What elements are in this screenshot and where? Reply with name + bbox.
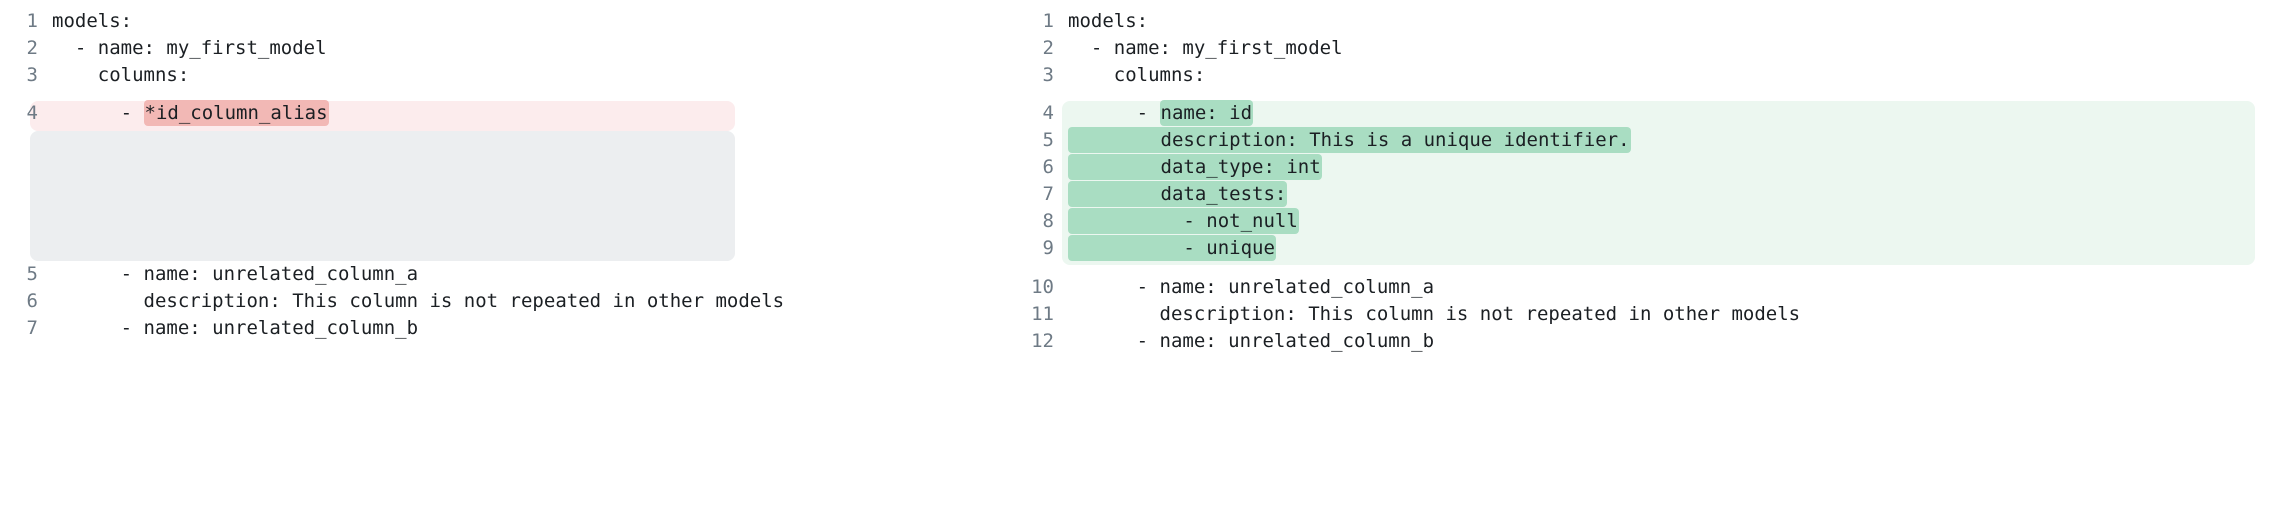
code-line[interactable]: 3 columns: — [1010, 62, 2278, 89]
added-token: data_type: int — [1068, 154, 1322, 180]
line-content: - not_null — [1054, 208, 1299, 235]
line-content: columns: — [52, 64, 190, 86]
line-number: 4 — [1042, 102, 1054, 124]
line-number: 1 — [1042, 10, 1054, 32]
added-token: - unique — [1068, 235, 1276, 261]
code-line[interactable]: 2 - name: my_first_model — [1010, 35, 2278, 62]
line-number: 3 — [1042, 64, 1054, 86]
placeholder-row — [0, 127, 1010, 154]
line-number: 10 — [1031, 276, 1054, 298]
line-number: 7 — [1042, 183, 1054, 205]
code-line-added[interactable]: 5 description: This is a unique identifi… — [1010, 127, 2278, 154]
line-number: 6 — [26, 290, 38, 312]
code-line[interactable]: 2 - name: my_first_model — [0, 35, 1010, 62]
code-line[interactable]: 10 - name: unrelated_column_a — [1010, 274, 2278, 301]
line-content: description: This is a unique identifier… — [1054, 127, 1631, 154]
line-number: 5 — [1042, 129, 1054, 151]
line-content: models: — [52, 10, 133, 32]
line-content: - name: my_first_model — [1068, 37, 1343, 59]
code-line[interactable]: 5 - name: unrelated_column_a — [0, 261, 1010, 288]
line-number: 6 — [1042, 156, 1054, 178]
code-line-added[interactable]: 6 data_type: int — [1010, 154, 2278, 181]
line-number: 2 — [1042, 37, 1054, 59]
code-rows-before: 1 models: 2 - name: my_first_model 3 col… — [0, 8, 1010, 342]
line-content: - name: unrelated_column_a — [52, 263, 419, 285]
code-line[interactable]: 1 models: — [1010, 8, 2278, 35]
code-block-before: 1 models: 2 - name: my_first_model 3 col… — [0, 0, 1010, 342]
placeholder-row — [0, 181, 1010, 208]
line-number: 5 — [26, 263, 38, 285]
placeholder-row — [0, 208, 1010, 243]
code-line-added[interactable]: 4 - name: id — [1010, 100, 2278, 127]
line-content: - name: id — [1054, 100, 1254, 127]
line-number: 3 — [26, 64, 38, 86]
line-content: - name: my_first_model — [52, 37, 327, 59]
line-number: 12 — [1031, 330, 1054, 352]
line-number: 9 — [1042, 237, 1054, 259]
code-rows-after: 1 models: 2 - name: my_first_model 3 col… — [1010, 8, 2278, 355]
line-number: 7 — [26, 317, 38, 339]
added-token: data_tests: — [1068, 181, 1288, 207]
code-line-removed[interactable]: 4 - *id_column_alias — [0, 100, 1010, 127]
line-content: models: — [1068, 10, 1149, 32]
placeholder-row — [0, 154, 1010, 181]
removed-token: *id_column_alias — [143, 100, 329, 126]
added-token: description: This is a unique identifier… — [1068, 127, 1631, 153]
line-content: - *id_column_alias — [38, 100, 329, 127]
line-content: description: This column is not repeated… — [52, 290, 785, 312]
added-token: name: id — [1159, 100, 1254, 126]
added-token: - not_null — [1068, 208, 1299, 234]
line-indent: - — [1068, 102, 1160, 124]
line-number: 11 — [1031, 303, 1054, 325]
line-content: columns: — [1068, 64, 1206, 86]
diff-panel-after: 1 models: 2 - name: my_first_model 3 col… — [1010, 0, 2278, 528]
code-block-after: 1 models: 2 - name: my_first_model 3 col… — [1010, 0, 2278, 355]
code-line-added[interactable]: 7 data_tests: — [1010, 181, 2278, 208]
line-number: 1 — [26, 10, 38, 32]
line-number: 4 — [26, 102, 38, 124]
line-content: - name: unrelated_column_a — [1068, 276, 1435, 298]
diff-panel-before: 1 models: 2 - name: my_first_model 3 col… — [0, 0, 1010, 528]
code-line-added[interactable]: 9 - unique — [1010, 235, 2278, 262]
code-line[interactable]: 6 description: This column is not repeat… — [0, 288, 1010, 315]
line-content: - name: unrelated_column_b — [52, 317, 419, 339]
code-line[interactable]: 3 columns: — [0, 62, 1010, 89]
line-content: - name: unrelated_column_b — [1068, 330, 1435, 352]
line-content: description: This column is not repeated… — [1068, 303, 1801, 325]
line-indent: - — [52, 102, 144, 124]
line-number: 2 — [26, 37, 38, 59]
line-content: - unique — [1054, 235, 1276, 262]
line-content: data_tests: — [1054, 181, 1288, 208]
code-line[interactable]: 1 models: — [0, 8, 1010, 35]
code-line-added[interactable]: 8 - not_null — [1010, 208, 2278, 235]
collapsed-placeholder-block — [30, 131, 735, 261]
code-line[interactable]: 11 description: This column is not repea… — [1010, 301, 2278, 328]
line-number: 8 — [1042, 210, 1054, 232]
code-line[interactable]: 12 - name: unrelated_column_b — [1010, 328, 2278, 355]
code-line[interactable]: 7 - name: unrelated_column_b — [0, 315, 1010, 342]
line-content: data_type: int — [1054, 154, 1322, 181]
